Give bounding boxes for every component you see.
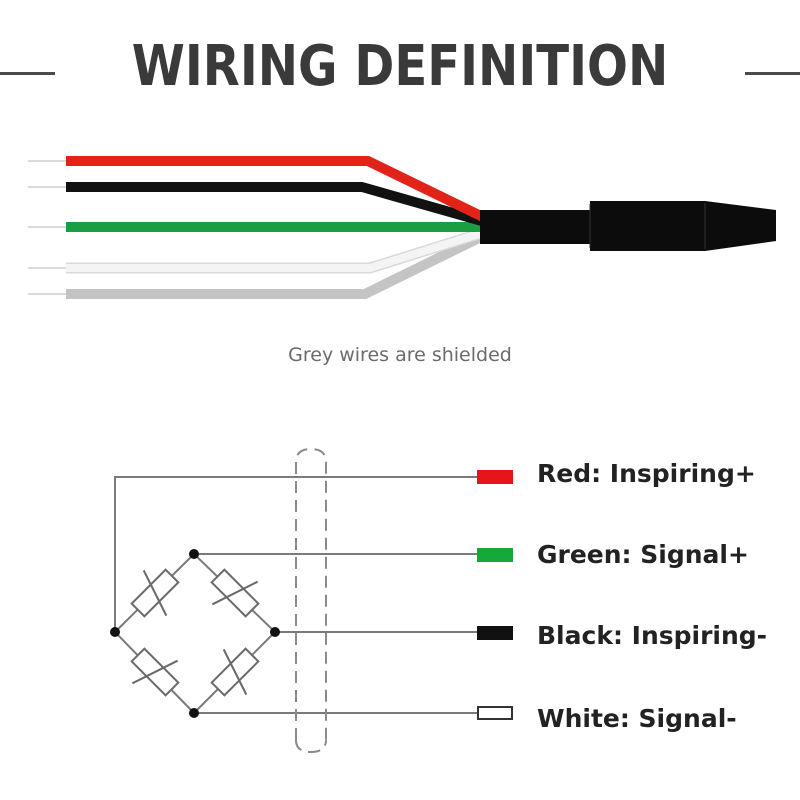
wire-tips <box>28 160 66 295</box>
page-title: WIRING DEFINITION <box>131 34 669 99</box>
legend-swatch-red <box>477 470 513 484</box>
legend-label-red: Red: Inspiring+ <box>537 459 756 488</box>
node-top <box>189 549 199 559</box>
wire-black <box>66 182 487 227</box>
node-bottom <box>189 708 199 718</box>
legend-label-white: White: Signal- <box>537 704 737 733</box>
legend-swatch-black <box>477 626 513 640</box>
resistor-bottom-right <box>210 647 260 697</box>
node-right <box>270 627 280 637</box>
title-rule-right <box>745 72 800 75</box>
legend-swatch-green <box>477 548 513 562</box>
wire-red <box>66 156 488 223</box>
legend-label-green: Green: Signal+ <box>537 540 749 569</box>
left-wire <box>114 476 477 632</box>
wire-grey <box>66 230 488 299</box>
legend-swatch-white <box>477 706 513 720</box>
node-left <box>110 627 120 637</box>
cable-sheath <box>480 201 776 251</box>
resistor-bottom-left <box>130 647 180 697</box>
shield-cylinder <box>295 447 327 754</box>
resistor-top-left <box>130 568 180 618</box>
legend-label-black: Black: Inspiring- <box>537 621 768 650</box>
shield-caption: Grey wires are shielded <box>288 344 512 366</box>
resistor-top-right <box>210 568 260 618</box>
title-rule-left <box>0 72 55 75</box>
